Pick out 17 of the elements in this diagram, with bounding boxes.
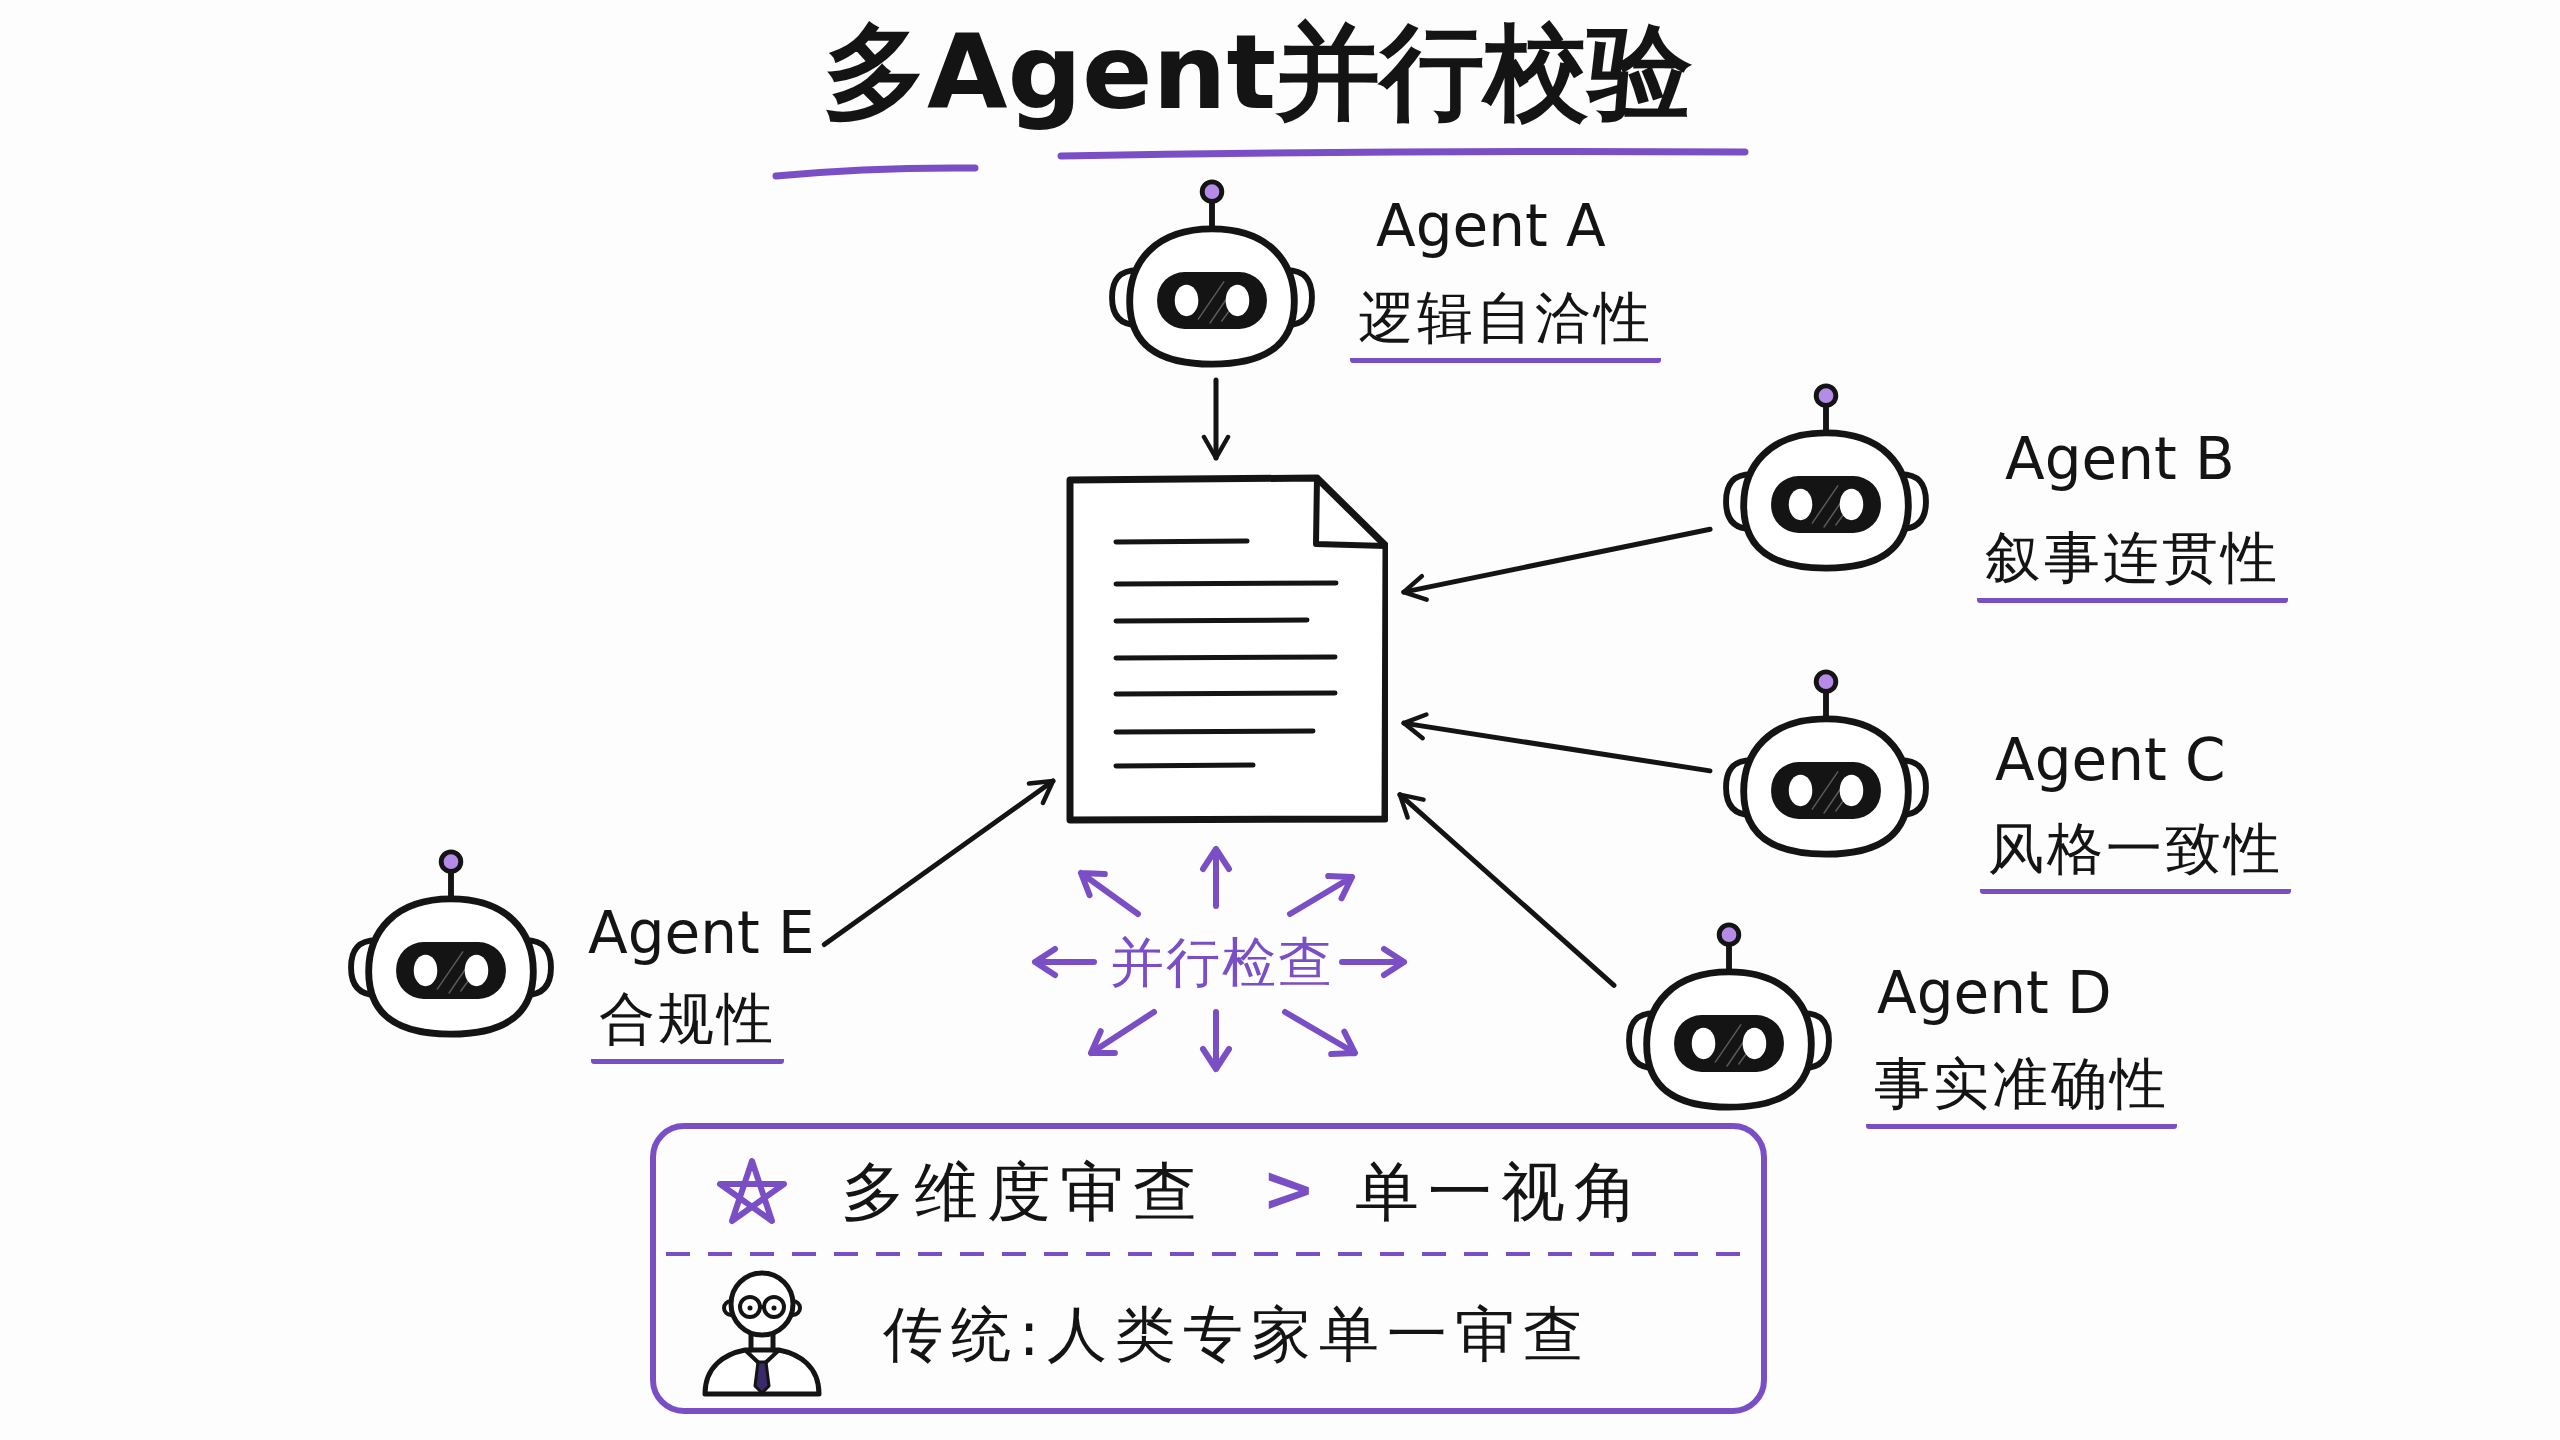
comparison-text: 单一视角 (1355, 1160, 1647, 1224)
arrow (1401, 526, 1713, 602)
underlined-label: 风格一致性 (1980, 821, 2291, 894)
arrow (1397, 792, 1617, 988)
arrow (821, 778, 1056, 947)
comparison-sign: > (1262, 1157, 1316, 1221)
underlined-label: 事实准确性 (1866, 1056, 2177, 1129)
comparison-text: 多维度审查 (841, 1160, 1206, 1224)
underlined-label: 叙事连贯性 (1977, 530, 2288, 603)
underlined-label: 合规性 (591, 991, 784, 1064)
title: 多Agent并行校验 (823, 10, 1693, 135)
arrow (1401, 712, 1713, 774)
summary-box (650, 1123, 1767, 1414)
document-icon (1066, 474, 1388, 824)
note-text: 传统:人类专家单一审查 (883, 1304, 1592, 1364)
underlined-label: 逻辑自洽性 (1350, 290, 1661, 363)
arrow (1201, 377, 1231, 461)
